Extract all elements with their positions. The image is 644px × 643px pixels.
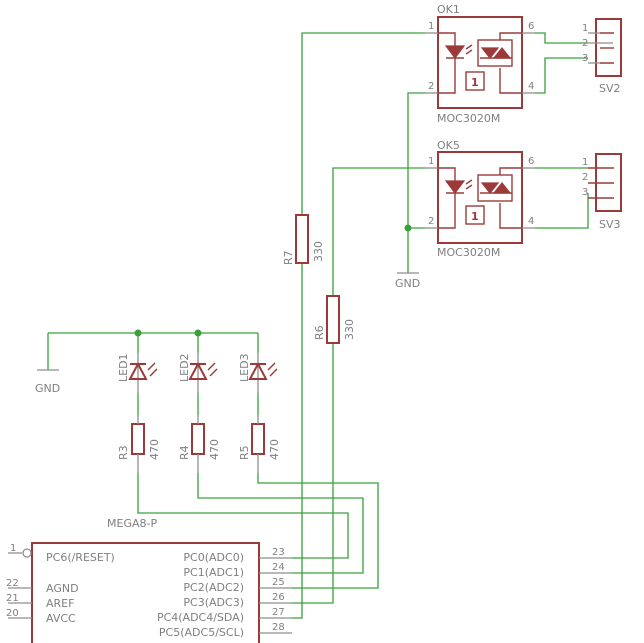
svg-text:6: 6: [528, 156, 534, 167]
wire-ok5-pin1: [332, 167, 425, 296]
svg-text:25: 25: [272, 577, 285, 588]
svg-text:1: 1: [582, 23, 588, 34]
resistor-r4: R4 470: [178, 415, 221, 473]
wire-r3-pc0: [137, 473, 349, 559]
svg-text:PC6(/RESET): PC6(/RESET): [46, 551, 115, 564]
wire-r5-pc2: [257, 473, 379, 589]
ok5-value: MOC3020M: [437, 246, 500, 259]
gnd-symbol-led: GND: [35, 369, 60, 395]
mcu-mega8: MEGA8-P 1 22 21 20 PC6(/RESET) AGND AREF…: [6, 517, 292, 643]
led-led2: LED2: [178, 353, 218, 393]
svg-text:21: 21: [6, 593, 19, 604]
svg-text:LED1: LED1: [117, 353, 130, 382]
svg-text:3: 3: [582, 53, 588, 64]
svg-text:2: 2: [582, 38, 588, 49]
svg-text:R4: R4: [178, 445, 191, 460]
svg-text:AGND: AGND: [46, 582, 79, 595]
ok1-triac-mark: 1: [471, 76, 479, 89]
ok5-led-icon: [444, 180, 466, 194]
wire-ok5-pin4: [535, 193, 589, 229]
wire-r7-pc4: [292, 263, 303, 619]
wire-ok1-pin1: [301, 32, 425, 215]
svg-text:PC4(ADC4/SDA): PC4(ADC4/SDA): [157, 611, 244, 624]
gnd-label-led: GND: [35, 382, 60, 395]
svg-text:23: 23: [272, 547, 285, 558]
ok5-triac-icon: [480, 182, 500, 194]
svg-text:26: 26: [272, 592, 285, 603]
svg-text:2: 2: [582, 172, 588, 183]
resistor-r7: R7 330: [282, 214, 325, 265]
wire-r4-pc1: [197, 473, 364, 574]
svg-text:PC2(ADC2): PC2(ADC2): [183, 581, 244, 594]
svg-text:4: 4: [528, 81, 534, 92]
wire-opto-gnd: [407, 92, 425, 273]
wire-ok1-pin4: [535, 57, 588, 94]
svg-text:6: 6: [528, 21, 534, 32]
optocoupler-ok5: OK5 1 2 6 4 1 MOC3020M: [425, 139, 535, 259]
header-sv2: 1 2 3 SV2: [582, 18, 622, 95]
svg-text:R5: R5: [238, 445, 251, 460]
ok1-value: MOC3020M: [437, 112, 500, 125]
resistor-r6: R6 330: [313, 295, 356, 344]
ok1-triac-icon: [480, 47, 500, 59]
ok1-name: OK1: [437, 3, 460, 16]
wire-r6-pc3: [292, 343, 334, 604]
led1-icon: [128, 361, 148, 380]
svg-text:1: 1: [428, 156, 434, 167]
svg-text:3: 3: [582, 187, 588, 198]
wire-ok1-pin6: [535, 32, 588, 44]
svg-text:AVCC: AVCC: [46, 612, 76, 625]
led-led3: LED3: [238, 353, 278, 393]
ok1-led-icon: [444, 45, 466, 59]
ok5-name: OK5: [437, 139, 460, 152]
svg-text:LED2: LED2: [178, 353, 191, 382]
svg-text:AREF: AREF: [46, 597, 74, 610]
resistor-r5: R5 470: [238, 415, 281, 473]
svg-text:22: 22: [6, 578, 19, 589]
svg-text:4: 4: [528, 216, 534, 227]
svg-text:470: 470: [268, 439, 281, 460]
svg-text:PC5(ADC5/SCL): PC5(ADC5/SCL): [159, 626, 244, 639]
optocoupler-ok1: OK1 1 2 6 4 1 MOC3020M: [425, 3, 535, 125]
svg-text:470: 470: [148, 439, 161, 460]
mcu-name: MEGA8-P: [107, 517, 157, 530]
svg-text:R6: R6: [313, 325, 326, 340]
led2-icon: [188, 361, 208, 380]
led-led1: LED1: [117, 353, 158, 393]
reset-inverter-circle: [22, 548, 32, 558]
svg-text:PC3(ADC3): PC3(ADC3): [183, 596, 244, 609]
gnd-label-opto: GND: [395, 277, 420, 290]
sv2-name: SV2: [599, 82, 621, 95]
svg-text:PC1(ADC1): PC1(ADC1): [183, 566, 244, 579]
svg-text:PC0(ADC0): PC0(ADC0): [183, 551, 244, 564]
junction-led1: [134, 329, 142, 337]
sv3-name: SV3: [599, 218, 621, 231]
svg-text:330: 330: [312, 241, 325, 262]
resistor-r3: R3 470: [117, 415, 161, 473]
header-sv3: 1 2 3 SV3: [582, 153, 622, 231]
svg-text:20: 20: [6, 608, 19, 619]
svg-text:27: 27: [272, 607, 285, 618]
junction-led2: [194, 329, 202, 337]
svg-text:R3: R3: [117, 445, 130, 460]
svg-text:24: 24: [272, 562, 285, 573]
svg-text:1: 1: [428, 21, 434, 32]
led3-icon: [248, 361, 268, 380]
junction-gnd: [404, 224, 412, 232]
gnd-symbol-opto: GND: [395, 272, 420, 290]
svg-text:470: 470: [208, 439, 221, 460]
wires: [47, 32, 589, 619]
svg-text:2: 2: [428, 216, 434, 227]
svg-text:28: 28: [272, 622, 285, 633]
svg-text:330: 330: [343, 319, 356, 340]
svg-text:1: 1: [582, 157, 588, 168]
ok5-triac-mark: 1: [471, 210, 479, 223]
svg-text:2: 2: [428, 81, 434, 92]
svg-text:R7: R7: [282, 250, 295, 265]
svg-text:1: 1: [10, 543, 16, 554]
svg-text:LED3: LED3: [238, 353, 251, 382]
